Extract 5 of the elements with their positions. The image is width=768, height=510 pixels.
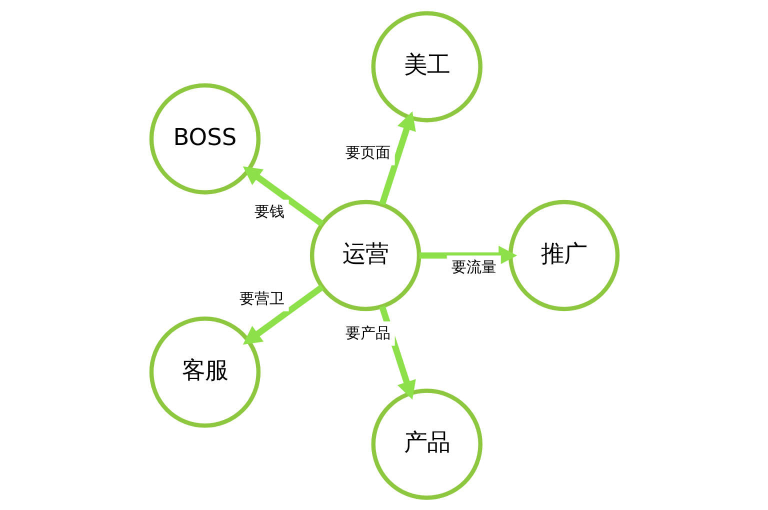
edge-label: 要流量 [451,258,496,276]
edge-label: 要钱 [254,202,284,220]
edge-label: 要营卫 [239,290,284,308]
edge-label: 要页面 [345,144,390,162]
edge-label: 要产品 [345,324,390,342]
